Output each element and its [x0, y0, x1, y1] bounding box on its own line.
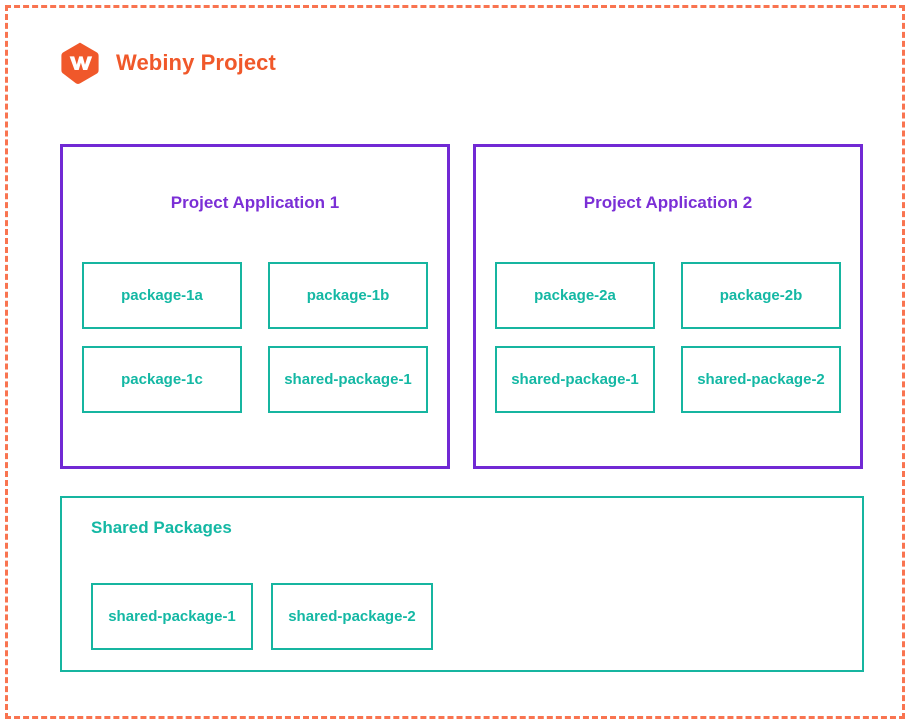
package-box[interactable]: shared-package-1 — [91, 583, 253, 650]
shared-packages-panel[interactable]: Shared Packages shared-package-1 shared-… — [60, 496, 864, 672]
shared-packages-title: Shared Packages — [91, 518, 232, 537]
package-box[interactable]: shared-package-2 — [681, 346, 841, 413]
package-box[interactable]: package-1c — [82, 346, 242, 413]
shared-packages-list: shared-package-1 shared-package-2 — [91, 583, 433, 650]
project-header: Webiny Project — [58, 41, 276, 85]
package-box[interactable]: package-2a — [495, 262, 655, 329]
package-box[interactable]: shared-package-1 — [495, 346, 655, 413]
webiny-logo-icon — [61, 42, 99, 84]
project-application-title: Project Application 1 — [170, 193, 340, 212]
package-box[interactable]: package-1b — [268, 262, 428, 329]
package-box[interactable]: package-1a — [82, 262, 242, 329]
package-box[interactable]: shared-package-1 — [268, 346, 428, 413]
package-grid: package-1a package-1b package-1c shared-… — [82, 262, 428, 413]
project-application-panel[interactable]: Project Application 2 package-2a package… — [473, 144, 863, 469]
page-title: Webiny Project — [116, 50, 276, 75]
project-application-title: Project Application 2 — [583, 193, 753, 212]
package-box[interactable]: package-2b — [681, 262, 841, 329]
package-grid: package-2a package-2b shared-package-1 s… — [495, 262, 841, 413]
project-boundary: Webiny Project Project Application 1 pac… — [5, 5, 905, 719]
package-box[interactable]: shared-package-2 — [271, 583, 433, 650]
project-application-panel[interactable]: Project Application 1 package-1a package… — [60, 144, 450, 469]
